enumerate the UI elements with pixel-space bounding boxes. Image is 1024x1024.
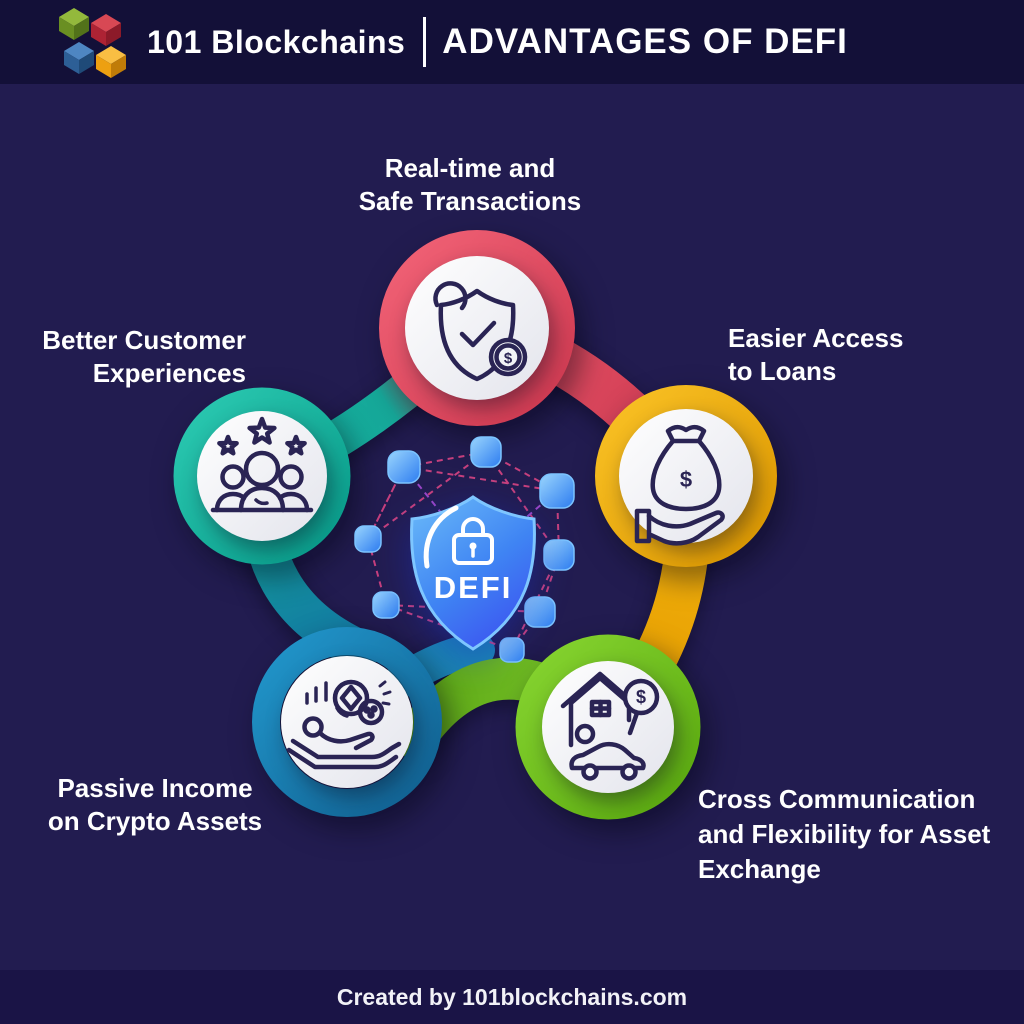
label-line: Better Customer: [42, 325, 246, 355]
label-better-customer-experiences: Better Customer Experiences: [26, 324, 246, 390]
label-line: to Loans: [728, 356, 837, 386]
ring-top-red: [379, 230, 575, 426]
label-line: and Flexibility for Asset: [698, 819, 991, 849]
label-line: on Crypto Assets: [47, 806, 263, 836]
label-line: Safe Transactions: [358, 186, 582, 216]
label-line: Real-time and: [384, 153, 556, 183]
logo-cube-red: [91, 14, 121, 46]
money-bag-hand-icon: $: [634, 424, 725, 546]
footer-credit: Created by 101blockchains.com: [0, 970, 1024, 1024]
mesh-node: [539, 473, 575, 509]
label-line: Exchange: [698, 854, 821, 884]
page-title: ADVANTAGES OF DEFI: [442, 22, 848, 61]
mesh-node: [499, 637, 525, 663]
mesh-nodes: [354, 436, 575, 663]
lock-icon: [452, 517, 494, 565]
node-rings: [173, 230, 777, 820]
label-easier-access-to-loans: Easier Access to Loans: [728, 322, 988, 388]
label-cross-communication: Cross Communication and Flexibility for …: [698, 782, 998, 887]
node-icons: $ $ $: [210, 281, 725, 781]
mesh-node: [372, 591, 400, 619]
ring-left-teal: [173, 387, 351, 565]
mesh-node: [543, 539, 575, 571]
ring-right-yellow: [595, 385, 777, 567]
dollar-glyph: $: [636, 687, 646, 707]
label-line: Passive Income: [57, 773, 253, 803]
shield-shape: [410, 495, 536, 651]
dollar-glyph: $: [504, 350, 513, 367]
shield-check-dollar-icon: $: [433, 281, 528, 382]
ring-bottomleft-blue: [252, 627, 442, 817]
mesh-node: [354, 525, 382, 553]
label-real-time-safe-transactions: Real-time and Safe Transactions: [330, 152, 610, 218]
shield-label: DEFI: [434, 570, 513, 605]
label-passive-income-crypto: Passive Income on Crypto Assets: [15, 772, 295, 838]
shield-highlight: [423, 505, 459, 569]
brand-name: 101 Blockchains: [147, 23, 406, 60]
house-car-dollar-icon: $: [560, 671, 660, 781]
dollar-glyph: $: [680, 467, 692, 492]
label-line: Easier Access: [728, 323, 904, 353]
label-line: Experiences: [92, 358, 246, 388]
ring-bottomright-green: [515, 634, 701, 820]
medallion-right: [619, 409, 753, 543]
mesh-node: [470, 436, 502, 468]
logo-cube-blue: [64, 42, 94, 74]
people-stars-icon: [210, 416, 314, 513]
brand-logo-icon: [59, 8, 126, 78]
logo-cube-yellow: [96, 46, 126, 78]
label-line: Cross Communication: [698, 784, 976, 814]
defi-shield: DEFI: [410, 495, 536, 651]
header-bar: 101 Blockchains ADVANTAGES OF DEFI: [0, 0, 1024, 84]
mesh-node: [524, 596, 556, 628]
lounging-person-coins-icon: [286, 679, 402, 770]
logo-cube-green: [59, 8, 89, 40]
medallion-left: [197, 411, 327, 541]
header-divider: [423, 17, 427, 67]
mesh-node: [387, 450, 421, 484]
